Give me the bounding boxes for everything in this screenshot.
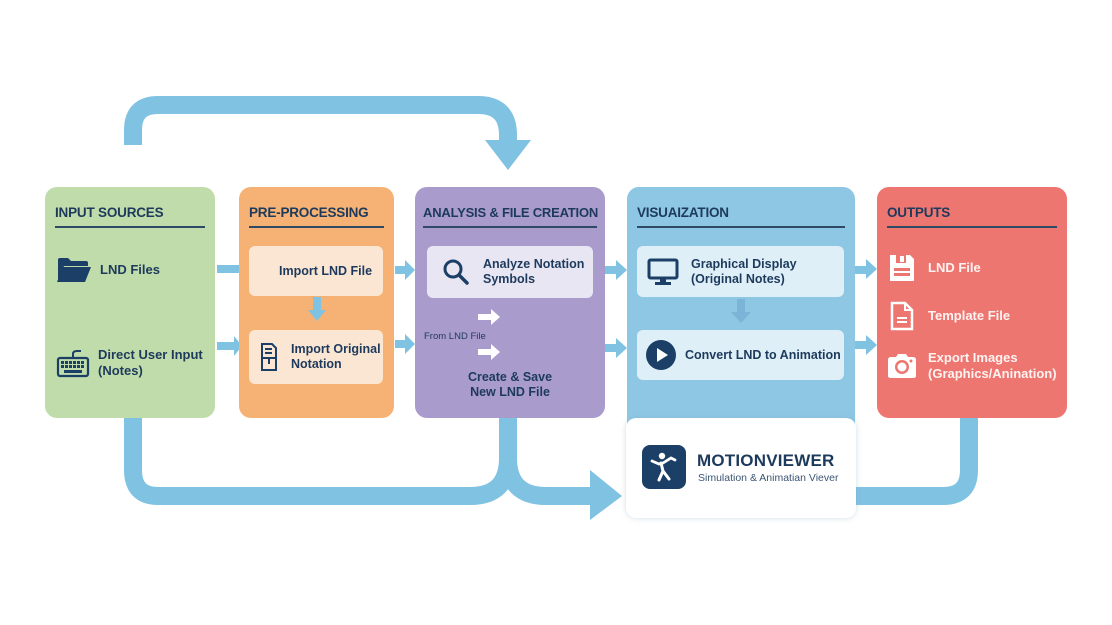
graphical-display-sublabel: (Original Notes)	[691, 271, 785, 286]
direct-user-input-label: Direct User Input	[98, 347, 203, 362]
analysis-panel: ANALYSIS & FILE CREATION Analyze Notatio…	[415, 187, 605, 418]
export-images-item[interactable]: Export Images (Graphics/Anination)	[886, 350, 1057, 382]
branch-to-motionviewer-connector	[499, 440, 595, 505]
down-arrow-icon	[731, 299, 751, 323]
import-original-notation-sublabel: Notation	[291, 357, 342, 371]
white-arrow-icon	[478, 309, 500, 325]
visualization-panel: VISUAIZATION Graphical Display (Original…	[627, 187, 855, 432]
play-icon	[645, 339, 677, 371]
folder-icon	[56, 257, 92, 283]
motionviewer-subtitle: Simulation & Animatian Viever	[698, 472, 839, 484]
analyze-notation-card[interactable]: Analyze Notation Symbols	[427, 246, 593, 298]
graphical-display-label: Graphical Display	[691, 256, 797, 271]
motionviewer-card[interactable]: MOTIONVIEWER Simulation & Animatian Viev…	[626, 418, 856, 518]
lnd-files-item[interactable]: LND Files	[56, 257, 160, 283]
import-original-notation-label: Import Original	[291, 342, 381, 356]
output-lnd-file-item[interactable]: LND File	[888, 253, 981, 283]
analyze-notation-label: Analyze Notation	[483, 257, 585, 271]
import-lnd-file-label: Import LND File	[279, 263, 373, 278]
convert-to-animation-card[interactable]: Convert LND to Animation	[637, 330, 844, 380]
import-original-notation-card[interactable]: Import Original Notation	[249, 330, 383, 384]
input-sources-title: INPUT SOURCES	[55, 205, 205, 228]
document-icon	[259, 342, 279, 372]
top-loop-connector	[124, 96, 517, 145]
bottom-loop-connector	[124, 418, 517, 505]
direct-user-input-sublabel: (Notes)	[98, 363, 143, 378]
template-file-label: Template File	[928, 308, 1011, 323]
direct-user-input-item[interactable]: Direct User Input (Notes)	[56, 347, 203, 379]
motionviewer-title: MOTIONVIEWER	[697, 451, 835, 470]
graphical-display-card[interactable]: Graphical Display (Original Notes)	[637, 246, 844, 297]
keyboard-icon	[56, 348, 90, 378]
save-icon	[888, 253, 916, 283]
visualization-title: VISUAIZATION	[637, 205, 845, 228]
top-loop-arrowhead	[485, 140, 531, 170]
new-lnd-file-label: New LND File	[470, 385, 550, 399]
outputs-to-motionviewer-connector	[856, 418, 978, 505]
outputs-panel: OUTPUTS LND File Template File Export Im…	[877, 187, 1067, 418]
analysis-title: ANALYSIS & FILE CREATION	[423, 205, 598, 228]
motionviewer-arrowhead	[590, 470, 622, 520]
output-lnd-file-label: LND File	[928, 260, 981, 275]
white-arrow-icon	[478, 344, 500, 360]
analyze-notation-sublabel: Symbols	[483, 272, 536, 286]
from-lnd-file-label: From LND File	[424, 331, 486, 342]
search-icon	[443, 259, 469, 285]
convert-to-animation-label: Convert LND to Animation	[685, 347, 841, 362]
file-icon	[890, 301, 914, 331]
lnd-files-label: LND Files	[100, 262, 160, 277]
create-save-lnd-step[interactable]: Create & Save New LND File	[415, 370, 605, 400]
export-images-sublabel: (Graphics/Anination)	[928, 366, 1057, 381]
figure-icon	[642, 445, 686, 489]
camera-icon	[886, 352, 918, 380]
import-lnd-file-card[interactable]: Import LND File	[249, 246, 383, 296]
pre-processing-panel: PRE-PROCESSING Import LND File Import Or…	[239, 187, 394, 418]
down-arrow-icon	[308, 297, 326, 321]
create-save-label: Create & Save	[467, 370, 553, 384]
monitor-icon	[647, 257, 679, 287]
template-file-item[interactable]: Template File	[890, 301, 1010, 331]
input-sources-panel: INPUT SOURCES LND Files Direct User Inpu…	[45, 187, 215, 418]
export-images-label: Export Images	[928, 350, 1018, 365]
pre-processing-title: PRE-PROCESSING	[249, 205, 384, 228]
outputs-title: OUTPUTS	[887, 205, 1057, 228]
